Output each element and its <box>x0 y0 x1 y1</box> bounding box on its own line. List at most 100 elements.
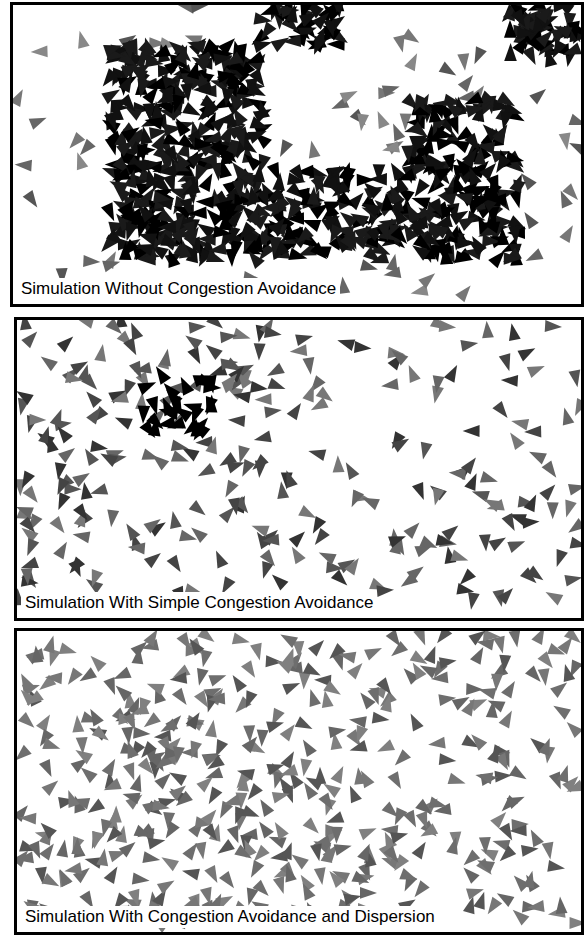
agent-triangle <box>525 665 541 682</box>
agent-triangle <box>184 419 202 435</box>
agent-triangle <box>314 36 327 55</box>
agent-triangle <box>347 663 363 680</box>
agent-triangle <box>280 139 293 157</box>
agent-triangle <box>509 765 526 779</box>
agent-triangle <box>20 516 36 533</box>
agent-triangle <box>246 51 265 64</box>
agent-triangle <box>567 722 583 738</box>
agent-triangle <box>318 792 332 810</box>
agent-triangle <box>195 164 208 183</box>
agent-triangle <box>407 566 424 581</box>
agent-triangle <box>409 365 421 383</box>
agent-triangle <box>189 322 207 334</box>
agent-triangle <box>179 240 192 259</box>
agent-triangle <box>372 712 390 724</box>
agent-triangle <box>197 631 214 642</box>
agent-triangle <box>439 657 457 669</box>
agent-triangle <box>280 842 291 860</box>
agent-triangle <box>264 406 282 418</box>
agent-triangle <box>487 499 505 511</box>
agent-triangle <box>121 127 140 142</box>
agent-triangle <box>206 345 223 360</box>
agent-triangle <box>218 71 237 83</box>
agent-triangle <box>373 164 386 182</box>
agent-triangle <box>254 343 266 360</box>
agent-triangle <box>429 104 442 123</box>
agent-triangle <box>487 746 499 764</box>
agent-triangle <box>436 534 454 546</box>
agent-triangle <box>509 323 521 341</box>
agent-triangle <box>181 377 195 396</box>
agent-triangle <box>169 773 187 786</box>
agent-triangle <box>268 378 286 389</box>
agent-triangle <box>194 138 212 151</box>
agent-triangle <box>191 740 202 758</box>
agent-triangle <box>29 118 47 130</box>
agent-triangle <box>80 139 96 156</box>
agent-triangle <box>250 116 269 128</box>
agent-triangle <box>272 575 289 591</box>
agent-triangle <box>488 897 503 914</box>
agent-triangle <box>254 431 272 443</box>
agent-triangle <box>22 470 35 488</box>
agent-triangle <box>69 132 85 149</box>
agent-triangle <box>412 245 430 260</box>
agent-triangle <box>557 765 568 783</box>
agent-triangle <box>132 873 150 885</box>
agent-triangle <box>19 813 36 825</box>
agent-triangle <box>252 526 270 537</box>
agent-triangle <box>464 473 476 491</box>
agent-triangle <box>497 588 513 604</box>
agent-triangle <box>285 864 296 882</box>
agent-triangle <box>446 116 458 135</box>
agent-triangle <box>251 234 263 253</box>
agent-triangle <box>430 320 448 330</box>
agent-triangle <box>213 225 232 238</box>
agent-triangle <box>225 202 238 221</box>
agent-triangle <box>53 542 67 560</box>
agent-triangle <box>221 358 239 370</box>
agent-triangle <box>57 477 70 495</box>
agent-triangle <box>504 20 517 38</box>
agent-triangle <box>331 766 344 784</box>
agent-triangle <box>164 60 182 75</box>
agent-triangle <box>446 837 458 855</box>
agent-triangle <box>182 102 201 116</box>
agent-triangle <box>280 634 298 648</box>
agent-triangle <box>331 570 347 586</box>
agent-triangle <box>461 457 476 474</box>
agent-triangle <box>499 823 512 841</box>
agent-triangle <box>123 793 141 805</box>
agent-triangle <box>391 227 408 245</box>
agent-triangle <box>569 369 581 387</box>
agent-triangle <box>428 737 446 749</box>
agent-triangle <box>58 448 75 463</box>
agent-triangle <box>504 43 517 61</box>
agent-triangle <box>476 639 494 651</box>
agent-triangle <box>41 356 58 371</box>
agent-triangle <box>364 183 382 200</box>
agent-triangle <box>414 546 432 558</box>
agent-triangle <box>27 538 39 556</box>
agent-triangle <box>524 426 541 438</box>
agent-triangle <box>123 338 136 356</box>
agent-triangle <box>286 470 297 488</box>
agent-triangle <box>39 843 54 860</box>
agent-triangle <box>180 83 193 102</box>
agent-triangle <box>254 12 273 24</box>
agent-triangle <box>419 536 437 548</box>
agent-triangle <box>562 183 578 200</box>
agent-triangle <box>437 631 452 643</box>
agent-triangle <box>183 221 195 240</box>
agent-triangle <box>454 193 473 205</box>
agent-triangle <box>193 375 212 387</box>
agent-triangle <box>428 198 442 217</box>
agent-triangle <box>175 45 187 64</box>
agent-triangle <box>86 391 102 408</box>
agent-triangle <box>315 528 330 545</box>
agent-triangle <box>477 860 495 873</box>
agent-triangle <box>394 854 409 871</box>
agent-triangle <box>17 851 28 868</box>
agent-triangle <box>178 134 196 149</box>
agent-triangle <box>350 213 369 227</box>
